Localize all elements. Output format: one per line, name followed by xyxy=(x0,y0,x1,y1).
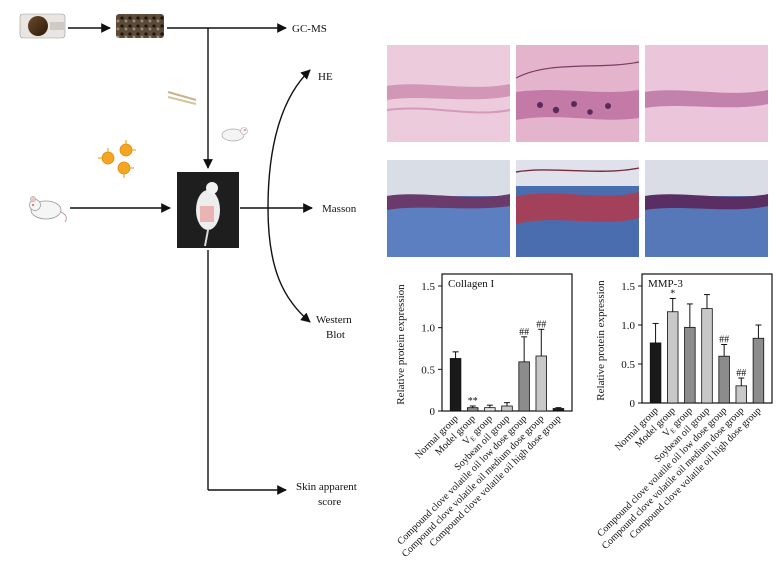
cotton-swab-icon xyxy=(167,91,197,105)
significance-mark: ## xyxy=(519,327,529,338)
y-tick-label: 0.5 xyxy=(421,364,435,376)
bar xyxy=(667,311,679,404)
y-tick-label: 1.0 xyxy=(421,323,435,335)
bar xyxy=(501,405,513,412)
skin-label-1: Skin apparent xyxy=(296,481,357,493)
gcms-label: GC-MS xyxy=(292,23,327,35)
bar xyxy=(684,326,696,404)
significance-mark: ## xyxy=(719,335,729,346)
chart-title: MMP-3 xyxy=(648,278,683,290)
bar xyxy=(735,385,748,404)
curve-arrow-he xyxy=(267,69,311,209)
chart-frame xyxy=(441,273,573,412)
significance-mark: ## xyxy=(736,368,746,379)
mouse-small-icon xyxy=(221,127,248,142)
bar xyxy=(449,358,462,412)
skin-label-2: score xyxy=(318,496,341,508)
y-tick-label: 1.5 xyxy=(421,281,435,293)
mmp3-chart: MMP-3 Relative protein expression 0 0.5 1.0 1… xyxy=(595,273,773,552)
chart-title: Collagen I xyxy=(448,278,494,290)
oil-bottle-icon xyxy=(19,13,66,39)
bar xyxy=(752,337,765,404)
collagen-chart: Collagen I Relative protein expression 0 0.… xyxy=(395,273,573,560)
y-axis-label: Relative protein expression xyxy=(395,284,407,405)
significance-mark: * xyxy=(670,288,675,299)
bar xyxy=(552,408,565,412)
uv-sun-icon xyxy=(98,140,136,178)
y-tick-label: 1.5 xyxy=(621,281,635,293)
y-axis-label: Relative protein expression xyxy=(595,280,607,401)
significance-mark: ** xyxy=(468,396,478,407)
he-label: HE xyxy=(318,71,333,83)
bar xyxy=(518,361,530,412)
significance-mark: ## xyxy=(536,319,546,330)
western-label-2: Blot xyxy=(326,329,345,341)
y-tick-label: 0 xyxy=(430,406,436,418)
mouse-icon xyxy=(29,196,67,223)
clove-spice-icon xyxy=(116,14,164,38)
y-tick-label: 0 xyxy=(630,398,636,410)
masson-micrographs xyxy=(387,160,768,257)
he-micrographs xyxy=(386,45,768,142)
bar xyxy=(484,407,496,412)
bar xyxy=(466,407,479,412)
western-label-1: Western xyxy=(316,314,352,326)
bar xyxy=(701,308,713,404)
bar xyxy=(649,342,662,404)
curve-arrow-western xyxy=(267,207,311,323)
y-tick-label: 1.0 xyxy=(621,320,635,332)
y-tick-label: 0.5 xyxy=(621,359,635,371)
bar xyxy=(535,355,548,412)
mouse-photo xyxy=(177,172,239,248)
masson-label: Masson xyxy=(322,203,357,215)
flow-diagram: GC-MS xyxy=(19,13,357,508)
bar xyxy=(718,355,730,404)
